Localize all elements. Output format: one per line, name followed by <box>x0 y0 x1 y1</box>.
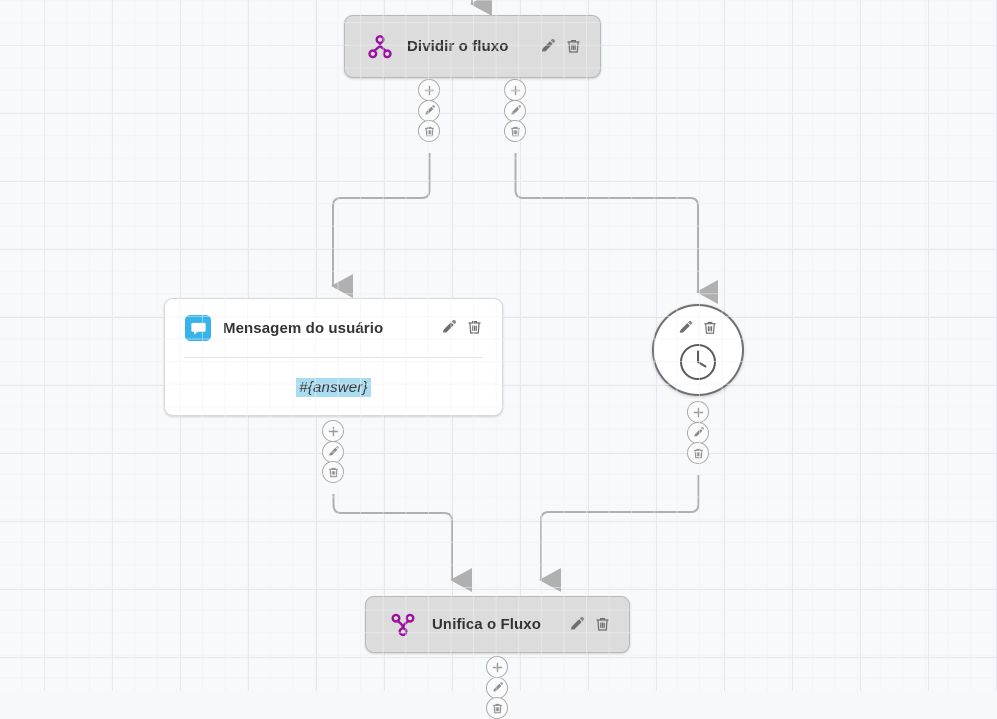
edge-split-to-delay <box>514 153 718 304</box>
delete-icon[interactable] <box>322 461 344 483</box>
edit-icon[interactable] <box>677 320 694 338</box>
connector-stack-split-left[interactable] <box>418 79 440 142</box>
edit-icon[interactable] <box>568 616 585 634</box>
edit-icon[interactable] <box>486 676 508 699</box>
delete-icon[interactable] <box>504 120 526 142</box>
edit-icon[interactable] <box>504 99 526 122</box>
connector-stack-merge[interactable] <box>486 656 508 719</box>
delete-icon[interactable] <box>565 38 582 56</box>
split-branch-icon <box>367 34 393 60</box>
clock-icon <box>678 342 718 387</box>
message-body: #{answer} <box>165 358 502 416</box>
edge-message-to-merge <box>332 494 472 592</box>
node-merge-flow[interactable]: Unifica o Fluxo <box>365 596 630 653</box>
delete-icon[interactable] <box>486 697 508 719</box>
divider <box>184 357 483 358</box>
edit-icon[interactable] <box>440 319 457 337</box>
node-actions <box>539 38 582 56</box>
add-icon[interactable] <box>687 401 709 423</box>
edge-delay-to-merge <box>539 475 700 592</box>
add-icon[interactable] <box>418 79 440 101</box>
node-actions <box>568 616 611 634</box>
delete-icon[interactable] <box>466 319 483 337</box>
edit-icon[interactable] <box>687 421 709 444</box>
node-actions <box>440 319 483 337</box>
add-icon[interactable] <box>486 656 508 678</box>
edit-icon[interactable] <box>539 38 556 56</box>
node-actions <box>654 320 742 338</box>
connector-stack-message[interactable] <box>322 420 344 483</box>
edge-split-to-message <box>331 153 431 298</box>
delete-icon[interactable] <box>687 442 709 464</box>
node-title: Mensagem do usuário <box>223 319 384 337</box>
message-variable-value: #{answer} <box>296 377 371 397</box>
connector-stack-delay[interactable] <box>687 401 709 464</box>
delete-icon[interactable] <box>702 320 719 338</box>
connector-stack-split-right[interactable] <box>504 79 526 142</box>
delete-icon[interactable] <box>418 120 440 142</box>
add-icon[interactable] <box>504 79 526 101</box>
node-delay[interactable] <box>652 304 744 396</box>
node-split-flow[interactable]: Dividir o fluxo <box>344 15 601 78</box>
node-title: Dividir o fluxo <box>407 38 509 55</box>
delete-icon[interactable] <box>594 616 611 634</box>
edit-icon[interactable] <box>322 440 344 463</box>
node-user-message[interactable]: Mensagem do usuário <box>164 298 503 416</box>
chat-bubble-icon <box>185 315 211 341</box>
add-icon[interactable] <box>322 420 344 442</box>
node-title: Unifica o Fluxo <box>432 616 542 633</box>
edit-icon[interactable] <box>418 99 440 122</box>
merge-branch-icon <box>390 612 416 638</box>
